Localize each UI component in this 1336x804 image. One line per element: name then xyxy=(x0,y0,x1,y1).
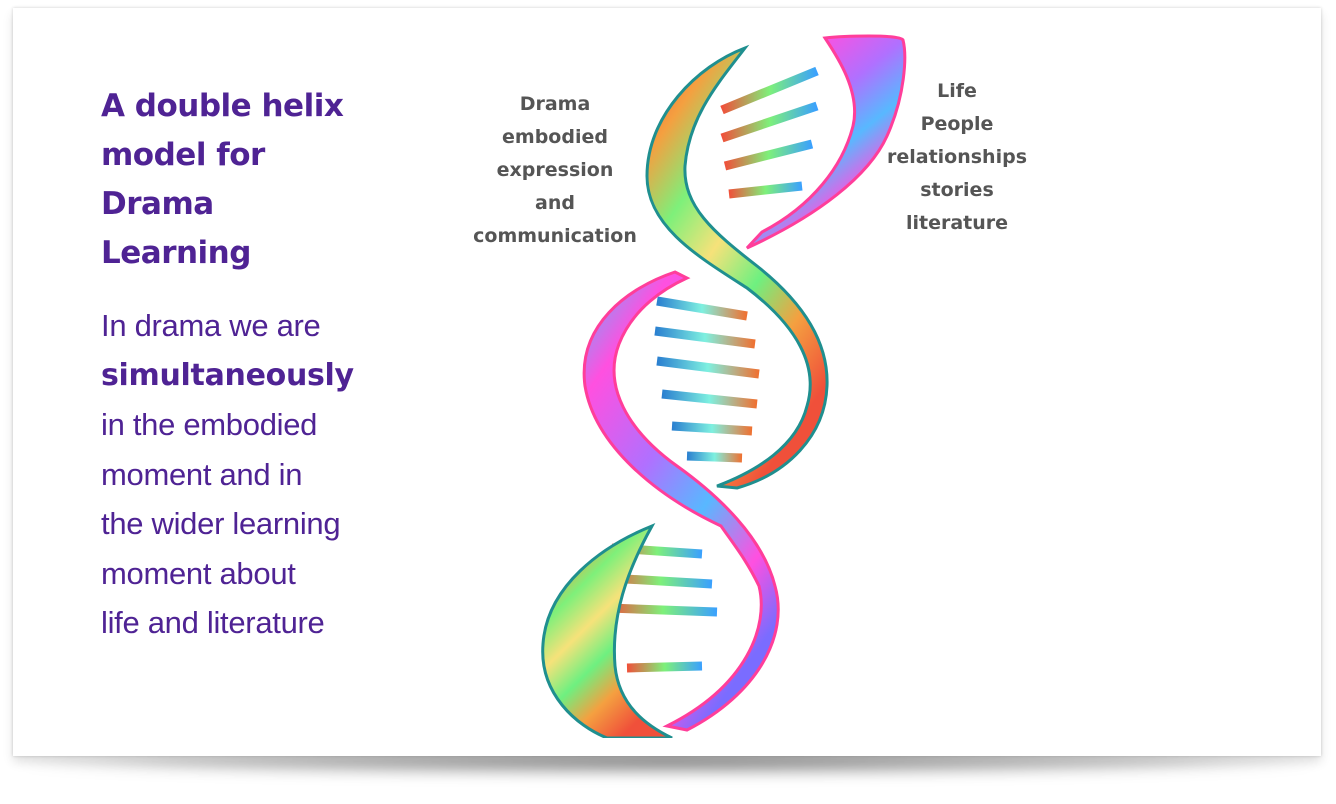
helix-strand-back-middle xyxy=(582,270,780,732)
helix-label-life: Life People relationships stories litera… xyxy=(881,75,1033,240)
body-line: moment about xyxy=(101,555,296,591)
helix-rung xyxy=(608,603,718,617)
helix-rung xyxy=(626,661,703,673)
helix-label-line: stories xyxy=(920,179,994,201)
helix-label-line: communication xyxy=(473,225,637,247)
helix-rung xyxy=(720,101,819,143)
helix-label-line: literature xyxy=(905,212,1009,234)
helix-strand-front-bottom xyxy=(541,523,673,738)
body-line: In drama we are xyxy=(101,308,321,343)
body-line-emphasis: simultaneously xyxy=(101,357,354,393)
slide: A double helix model for Drama Learning … xyxy=(13,8,1321,756)
body-line: the wider learning xyxy=(101,506,341,541)
body-line: moment and in xyxy=(101,456,303,492)
helix-rung xyxy=(671,421,753,436)
helix-label-line: Life xyxy=(937,80,977,102)
helix-rung xyxy=(661,389,758,409)
title-line: model for xyxy=(101,137,265,173)
body-line: in the embodied xyxy=(101,407,318,442)
title-line: Drama xyxy=(101,186,214,222)
helix-rungs-middle xyxy=(654,296,760,463)
helix-rungs-top xyxy=(720,66,819,199)
helix-rung xyxy=(723,139,814,171)
slide-title: A double helix model for Drama Learning xyxy=(101,82,381,278)
helix-strand-back-top xyxy=(745,34,907,250)
helix-strand-front-top xyxy=(645,44,829,490)
helix-rung xyxy=(656,356,760,379)
helix-rung xyxy=(656,296,748,321)
helix-label-line: embodied xyxy=(502,126,608,148)
helix-label-line: and xyxy=(535,192,575,214)
helix-rungs-bottom xyxy=(608,543,718,673)
helix-rung xyxy=(720,66,819,115)
helix-label-line: Drama xyxy=(519,93,591,115)
helix-label-line: People xyxy=(920,113,994,135)
body-line: life and literature xyxy=(101,605,325,640)
title-line: A double helix xyxy=(101,88,344,124)
helix-rung xyxy=(728,181,803,199)
helix-label-drama: Drama embodied expression and communicat… xyxy=(473,88,637,253)
helix-rung xyxy=(654,326,756,349)
slide-body-text: In drama we are simultaneously in the em… xyxy=(101,301,401,648)
helix-label-line: relationships xyxy=(886,146,1028,168)
title-line: Learning xyxy=(101,235,251,271)
helix-rung xyxy=(686,451,743,463)
double-helix-graphic xyxy=(541,34,907,738)
helix-label-line: expression xyxy=(496,159,614,181)
